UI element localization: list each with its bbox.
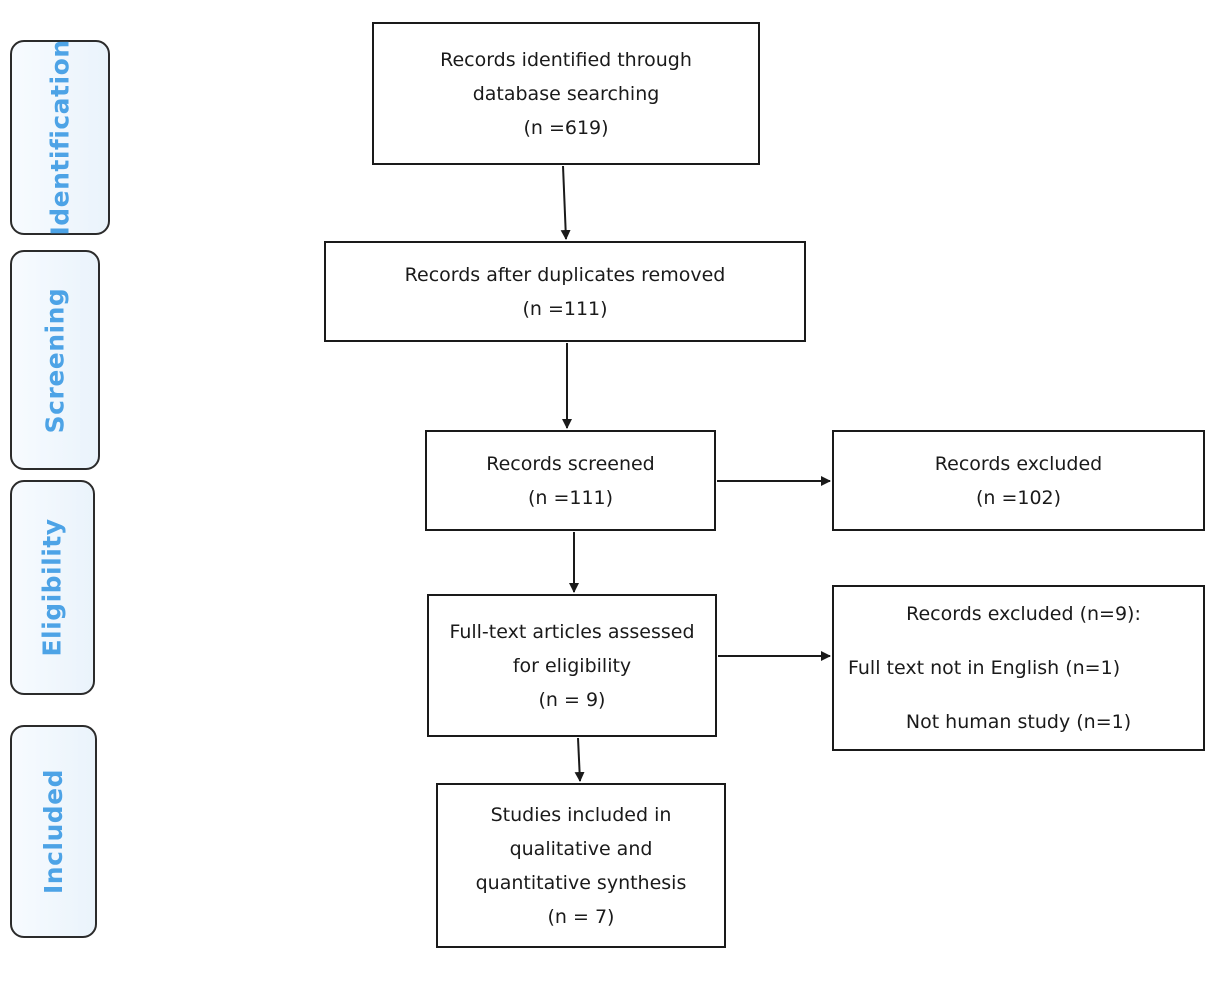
fulltext-assessed-line2: for eligibility (512, 654, 632, 677)
box-records-screened: Records screened (n =111) (425, 430, 716, 531)
box-records-excluded-screening: Records excluded (n =102) (832, 430, 1205, 531)
records-excluded-screening-count: (n =102) (975, 486, 1062, 509)
phase-identification-label: Identification (45, 39, 75, 236)
records-identified-count: (n =619) (523, 116, 609, 139)
records-screened-line1: Records screened (486, 452, 655, 475)
box-records-deduplicated: Records after duplicates removed (n =111… (324, 241, 806, 342)
records-deduplicated-line1: Records after duplicates removed (404, 263, 726, 286)
phase-eligibility: Eligibility (10, 480, 95, 695)
phase-screening-label: Screening (40, 287, 70, 433)
phase-included: Included (10, 725, 97, 938)
records-deduplicated-count: (n =111) (522, 297, 608, 320)
arrow-fulltext-to-included (574, 737, 585, 782)
box-records-excluded-fulltext: Records excluded (n=9): Full text not in… (832, 585, 1205, 751)
phase-eligibility-label: Eligibility (38, 518, 68, 657)
phase-included-label: Included (39, 768, 69, 895)
records-screened-count: (n =111) (527, 486, 614, 509)
records-identified-line1: Records identified through (440, 48, 692, 71)
phase-identification: Identification (10, 39, 110, 236)
studies-included-line3: quantitative synthesis (475, 871, 687, 894)
records-excluded-screening-line1: Records excluded (934, 452, 1103, 475)
studies-included-count: (n = 7) (547, 905, 615, 928)
studies-included-line2: qualitative and (509, 837, 653, 860)
studies-included-line1: Studies included in (490, 803, 672, 826)
box-studies-included: Studies included in qualitative and quan… (436, 783, 726, 948)
box-records-identified: Records identified through database sear… (372, 22, 760, 165)
exclusion-reason-nonhuman: Not human study (n=1) (905, 711, 1132, 733)
records-identified-line2: database searching (472, 82, 660, 105)
arrow-identified-to-deduplicated (560, 165, 571, 240)
exclusion-reason-language: Full text not in English (n=1) (848, 657, 1121, 679)
records-excluded-fulltext-title: Records excluded (n=9): (906, 603, 1141, 625)
phase-screening: Screening (10, 250, 100, 470)
box-fulltext-assessed: Full-text articles assessed for eligibil… (427, 594, 717, 737)
fulltext-assessed-line1: Full-text articles assessed (449, 620, 695, 643)
fulltext-assessed-count: (n = 9) (538, 688, 606, 711)
